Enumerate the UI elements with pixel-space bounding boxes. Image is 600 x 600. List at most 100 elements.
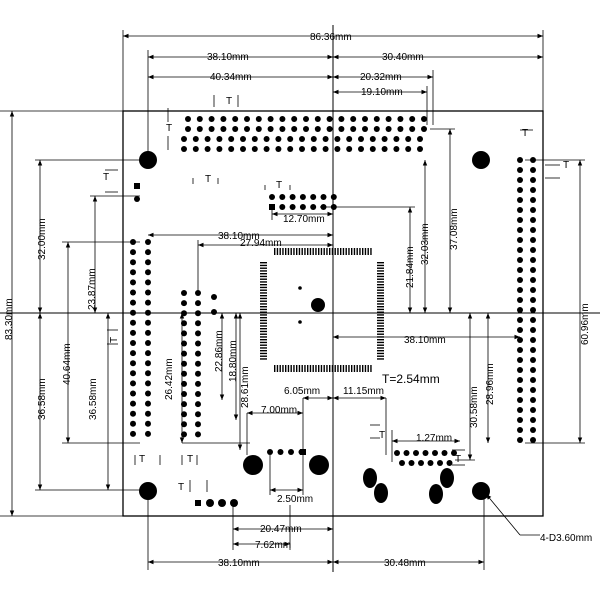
label-height-60-96: 60.96mm <box>580 303 591 345</box>
label-center-38-10: 38.10mm <box>404 335 446 346</box>
pin-pad <box>517 337 523 343</box>
chip-lead <box>377 330 384 333</box>
chip-lead <box>377 355 384 357</box>
pin-pad <box>181 340 187 347</box>
header-pin <box>397 126 404 132</box>
label-height-28-61: 28.61mm <box>240 366 251 408</box>
pin-pad <box>530 157 536 163</box>
pin-pad <box>145 340 151 346</box>
pin-pad <box>181 421 187 428</box>
header-pin <box>185 116 191 122</box>
header-pin <box>208 126 215 132</box>
pin-pad <box>530 257 536 263</box>
header-pin <box>393 136 400 142</box>
header-pin <box>385 116 392 122</box>
chip-lead <box>260 278 267 280</box>
header-pin <box>326 126 333 132</box>
pin-pad <box>289 204 296 210</box>
pin-pad <box>517 267 523 273</box>
pin-pad <box>130 350 136 357</box>
pin-pad <box>195 391 201 397</box>
label-height-30-58: 30.58mm <box>469 386 480 428</box>
pin-pad <box>517 437 523 443</box>
chip-lead <box>290 365 292 372</box>
header-pin <box>192 136 199 142</box>
chip-lead <box>331 365 334 372</box>
pin-pad <box>530 277 536 283</box>
chip-lead <box>377 352 384 355</box>
pin-pad <box>195 421 201 428</box>
pin-pad <box>130 329 136 336</box>
t-marker: T <box>187 454 193 465</box>
pin-pad <box>145 400 151 407</box>
chip-fiducial <box>298 320 302 324</box>
chip-lead <box>260 281 267 283</box>
chip-lead <box>318 248 320 255</box>
chip-lead <box>377 284 384 286</box>
label-height-18-80: 18.80mm <box>228 340 239 382</box>
label-top-30-40: 30.40mm <box>382 52 424 63</box>
pin-pad <box>517 217 523 223</box>
pin-pad <box>269 194 275 200</box>
chip-lead <box>282 365 284 372</box>
chip-lead <box>377 275 384 278</box>
chip-lead <box>364 248 367 255</box>
header-pin <box>216 136 223 142</box>
chip-lead <box>318 365 320 372</box>
chip-lead <box>260 333 267 335</box>
header-pin <box>255 116 262 122</box>
pin-pad <box>530 237 536 243</box>
chip-lead <box>315 365 317 372</box>
chip-lead <box>340 365 342 372</box>
pin-pad <box>530 247 536 253</box>
pin-pad <box>517 397 523 403</box>
t-marker: T <box>226 96 232 107</box>
header-pin <box>299 146 305 152</box>
t-marker: T <box>139 454 145 465</box>
chip-lead <box>260 300 267 302</box>
pin-pad <box>517 347 523 353</box>
pin-pad <box>145 420 151 427</box>
pin-pad <box>330 194 337 200</box>
pin-pad <box>145 309 151 316</box>
pin-pad <box>517 187 523 193</box>
chip-lead <box>309 365 312 372</box>
pin-pad <box>517 417 523 423</box>
chip-lead <box>260 322 267 324</box>
header-pin <box>192 146 199 152</box>
chip-lead <box>329 365 331 372</box>
pin-pad <box>195 360 201 367</box>
pin-pad <box>279 194 286 200</box>
header-pin <box>204 136 211 142</box>
pin-pad <box>432 450 438 456</box>
label-height-total: 83.30mm <box>4 298 15 340</box>
chip-lead <box>298 248 301 255</box>
pin-pad <box>517 227 523 233</box>
label-height-40-64: 40.64mm <box>62 343 73 385</box>
chip-lead <box>260 262 267 264</box>
pin-pad <box>145 360 151 367</box>
chip-lead <box>320 248 323 255</box>
chip-lead <box>287 365 290 372</box>
pin-pad <box>145 350 151 357</box>
header-pin <box>334 146 341 152</box>
chip-lead <box>260 275 267 278</box>
header-pin <box>287 146 294 152</box>
header-pin <box>417 146 423 152</box>
pin-pad <box>427 460 434 466</box>
chip-lead <box>260 355 267 357</box>
pin-pad <box>530 227 536 233</box>
chip-lead <box>260 325 267 327</box>
chip-lead <box>276 365 279 372</box>
header-pin <box>263 146 270 152</box>
pin-pad <box>218 499 226 507</box>
chip-lead <box>260 319 267 322</box>
chip-lead <box>377 273 384 275</box>
label-height-28-96: 28.96mm <box>485 363 496 405</box>
header-pin <box>204 146 211 152</box>
chip-lead <box>370 365 372 372</box>
chip-lead <box>260 286 267 289</box>
chip-lead <box>377 314 384 316</box>
header-pin <box>393 146 400 152</box>
chip-lead <box>304 248 306 255</box>
